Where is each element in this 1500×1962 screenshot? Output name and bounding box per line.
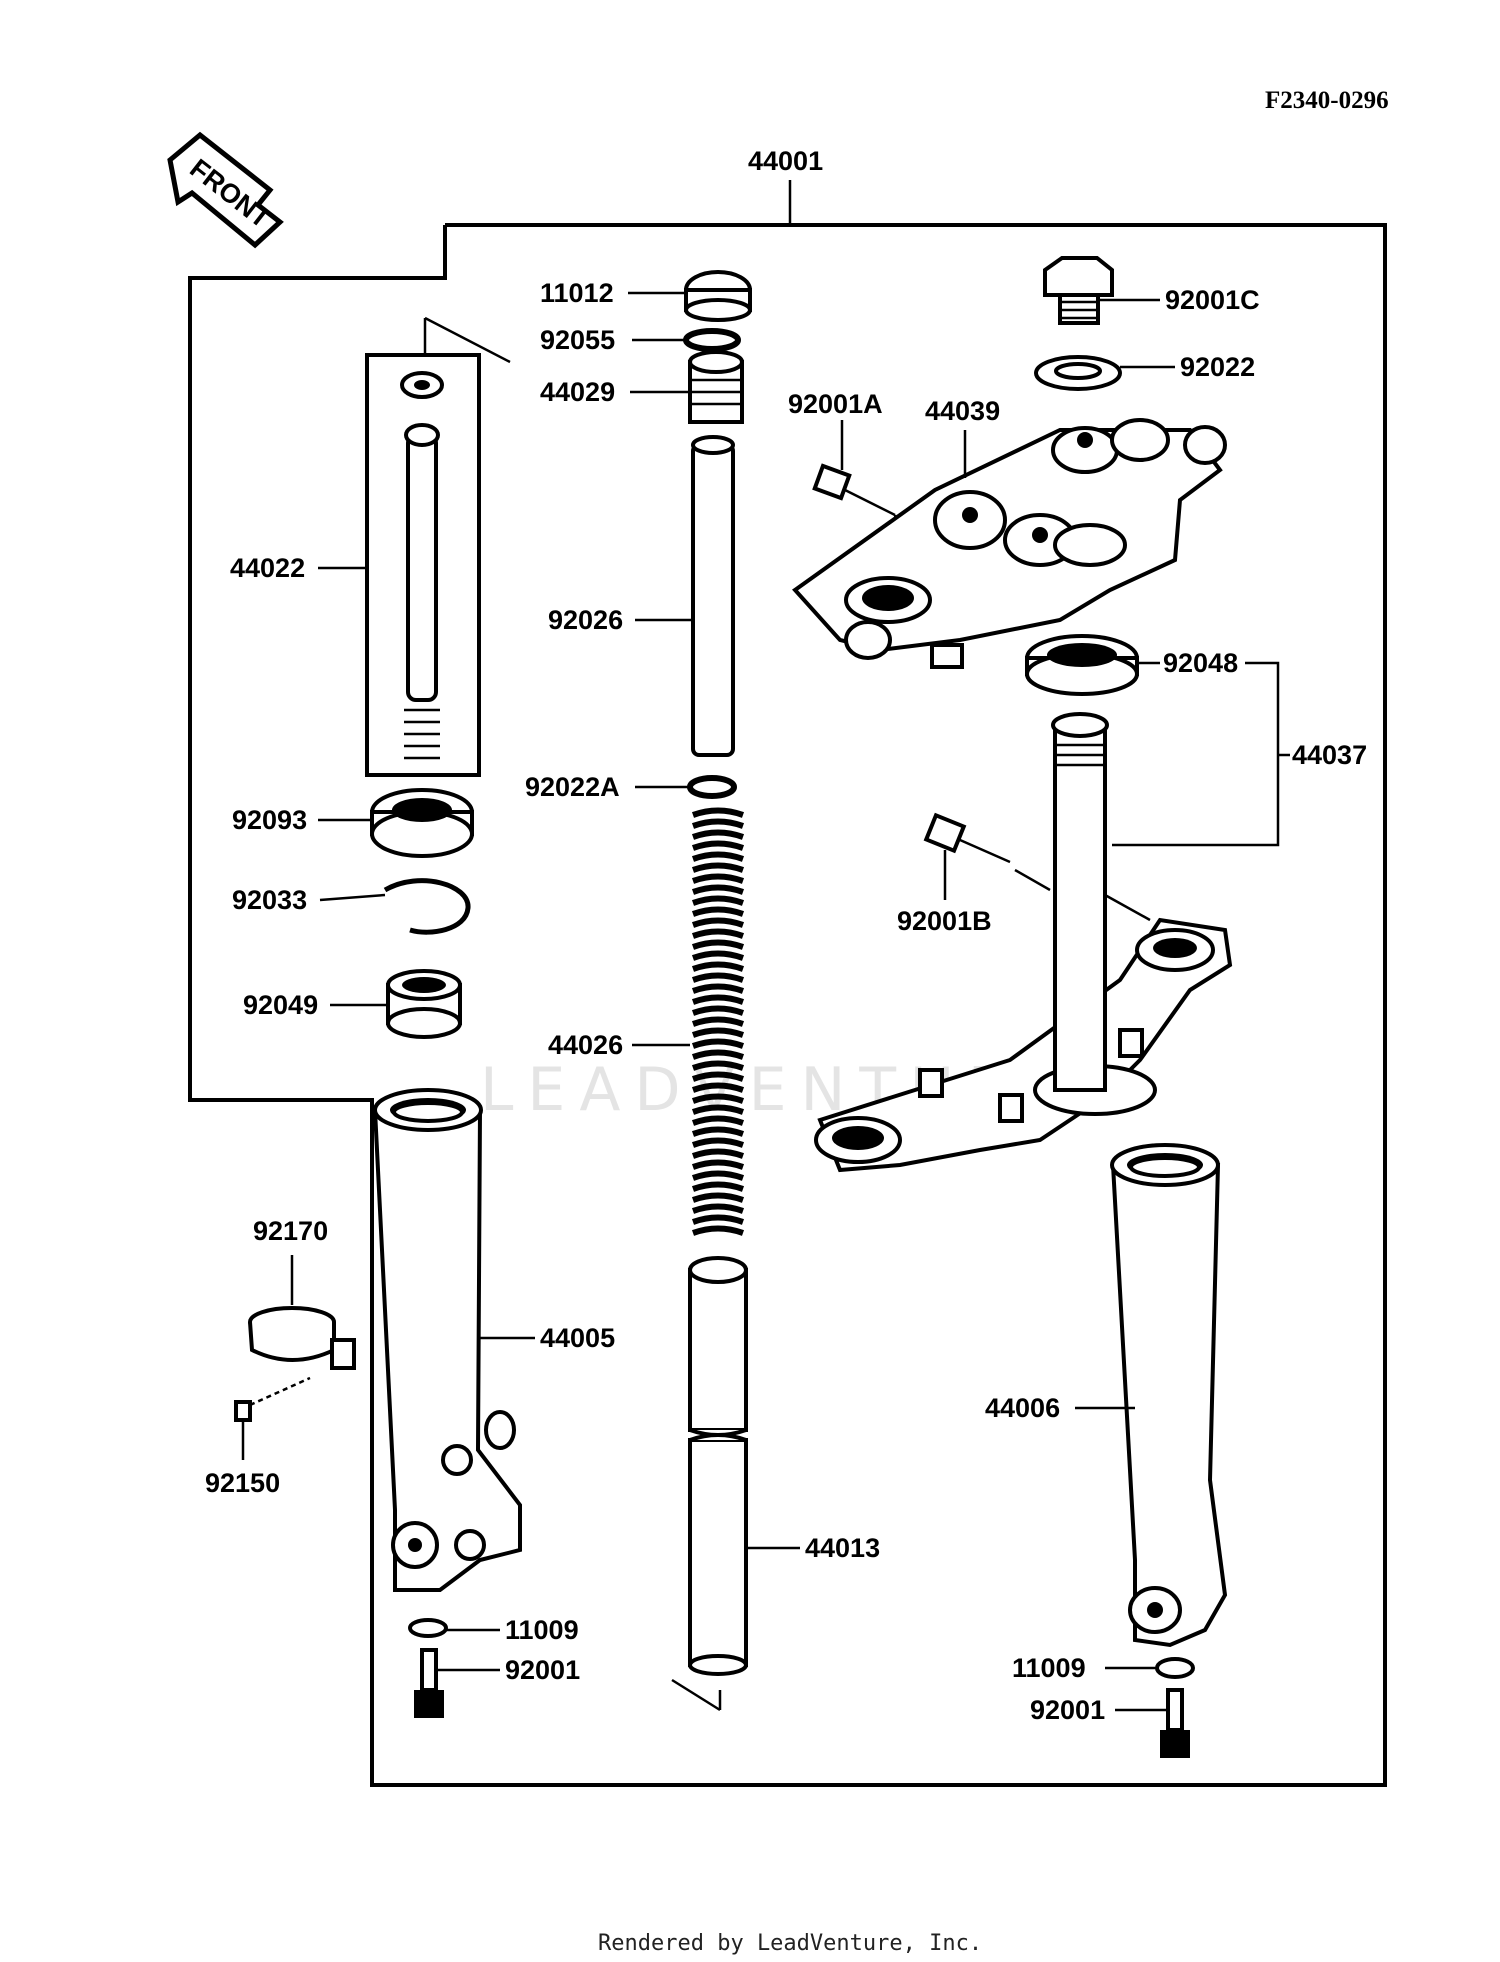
washer-11009-right xyxy=(1155,1657,1195,1679)
spring-coil xyxy=(691,1071,745,1082)
spring-coil xyxy=(691,1115,745,1126)
washer-92022A xyxy=(687,775,737,799)
bolt-92001B xyxy=(923,812,1151,922)
circlip-92033 xyxy=(383,878,471,935)
label-44013: 44013 xyxy=(805,1533,880,1563)
spring-coil xyxy=(691,1170,745,1181)
spring-coil xyxy=(691,928,745,939)
spring-coil xyxy=(691,851,745,862)
nut-44029 xyxy=(688,350,744,424)
label-44037: 44037 xyxy=(1292,740,1367,770)
label-11009-right: 11009 xyxy=(1012,1653,1086,1683)
upper-bracket-44039 xyxy=(792,418,1227,669)
spring-coil xyxy=(691,950,745,961)
spring-coil xyxy=(691,1225,745,1236)
label-92022: 92022 xyxy=(1180,352,1255,382)
spring-coil xyxy=(691,873,745,884)
label-92150: 92150 xyxy=(205,1468,280,1498)
spring-coil xyxy=(691,840,745,851)
label-92093: 92093 xyxy=(232,805,307,835)
spring-coil xyxy=(691,1038,745,1049)
label-92026: 92026 xyxy=(548,605,623,635)
kit-box-44022 xyxy=(365,316,511,777)
label-92001C: 92001C xyxy=(1165,285,1260,315)
bolt-92001C xyxy=(1043,256,1114,325)
spring-coil xyxy=(691,1104,745,1115)
spring-coil xyxy=(691,807,745,818)
spring-coil xyxy=(691,1214,745,1225)
label-92022A: 92022A xyxy=(525,772,620,802)
spring-coil xyxy=(691,1126,745,1137)
spring-coil xyxy=(691,1005,745,1016)
inner-tube-44013 xyxy=(671,1256,748,1712)
outer-tube-right-44006 xyxy=(1110,1143,1228,1648)
clamp-92170 xyxy=(248,1306,356,1370)
label-44001: 44001 xyxy=(748,146,823,176)
label-11012: 11012 xyxy=(540,278,614,308)
spring-44026 xyxy=(691,807,745,1236)
bolt-92001-left xyxy=(414,1648,444,1718)
screw-92150 xyxy=(234,1376,311,1422)
front-arrow-icon: FRONT xyxy=(167,131,284,249)
label-44039: 44039 xyxy=(925,396,1000,426)
spring-coil xyxy=(691,895,745,906)
spring-coil xyxy=(691,906,745,917)
o-ring-92055 xyxy=(683,328,741,352)
label-92033: 92033 xyxy=(232,885,307,915)
spring-coil xyxy=(691,1093,745,1104)
steering-stem-44037 xyxy=(814,712,1233,1173)
spring-coil xyxy=(691,939,745,950)
spacer-tube-92026 xyxy=(691,435,735,757)
label-92170: 92170 xyxy=(253,1216,328,1246)
spring-coil xyxy=(691,1148,745,1159)
label-44029: 44029 xyxy=(540,377,615,407)
spring-coil xyxy=(691,1192,745,1203)
label-92001A: 92001A xyxy=(788,389,883,419)
label-92055: 92055 xyxy=(540,325,615,355)
seal-92048 xyxy=(1025,634,1139,696)
label-92001-left: 92001 xyxy=(505,1655,580,1685)
spring-coil xyxy=(691,1027,745,1038)
spring-coil xyxy=(691,884,745,895)
spring-coil xyxy=(691,917,745,928)
label-44005: 44005 xyxy=(540,1323,615,1353)
washer-11009-left xyxy=(408,1618,448,1638)
label-92001B: 92001B xyxy=(897,906,992,936)
spring-coil xyxy=(691,818,745,829)
spring-coil xyxy=(691,829,745,840)
spring-coil xyxy=(691,1082,745,1093)
label-44006: 44006 xyxy=(985,1393,1060,1423)
label-92049: 92049 xyxy=(243,990,318,1020)
spring-coil xyxy=(691,1060,745,1071)
bolt-92001-right xyxy=(1160,1688,1190,1758)
spring-coil xyxy=(691,994,745,1005)
label-92001-right: 92001 xyxy=(1030,1695,1105,1725)
spring-coil xyxy=(691,862,745,873)
spring-coil xyxy=(691,983,745,994)
footer-credit: Rendered by LeadVenture, Inc. xyxy=(598,1931,982,1956)
label-44026: 44026 xyxy=(548,1030,623,1060)
spring-coil xyxy=(691,961,745,972)
outer-tube-left-44005 xyxy=(372,1088,522,1592)
spring-coil xyxy=(691,1049,745,1060)
assembly-outline xyxy=(188,223,1387,1787)
spring-coil xyxy=(691,972,745,983)
spring-coil xyxy=(691,1137,745,1148)
spring-coil xyxy=(691,1016,745,1027)
label-44022: 44022 xyxy=(230,553,305,583)
bushing-92049 xyxy=(386,969,462,1039)
washer-92022 xyxy=(1034,355,1122,391)
spring-coil xyxy=(691,1181,745,1192)
oil-seal-92093 xyxy=(370,788,474,858)
cap-11012 xyxy=(684,270,752,322)
label-92048: 92048 xyxy=(1163,648,1238,678)
label-11009-left: 11009 xyxy=(505,1615,579,1645)
drawing-code: F2340-0296 xyxy=(1265,87,1389,114)
spring-coil xyxy=(691,1203,745,1214)
spring-coil xyxy=(691,1159,745,1170)
